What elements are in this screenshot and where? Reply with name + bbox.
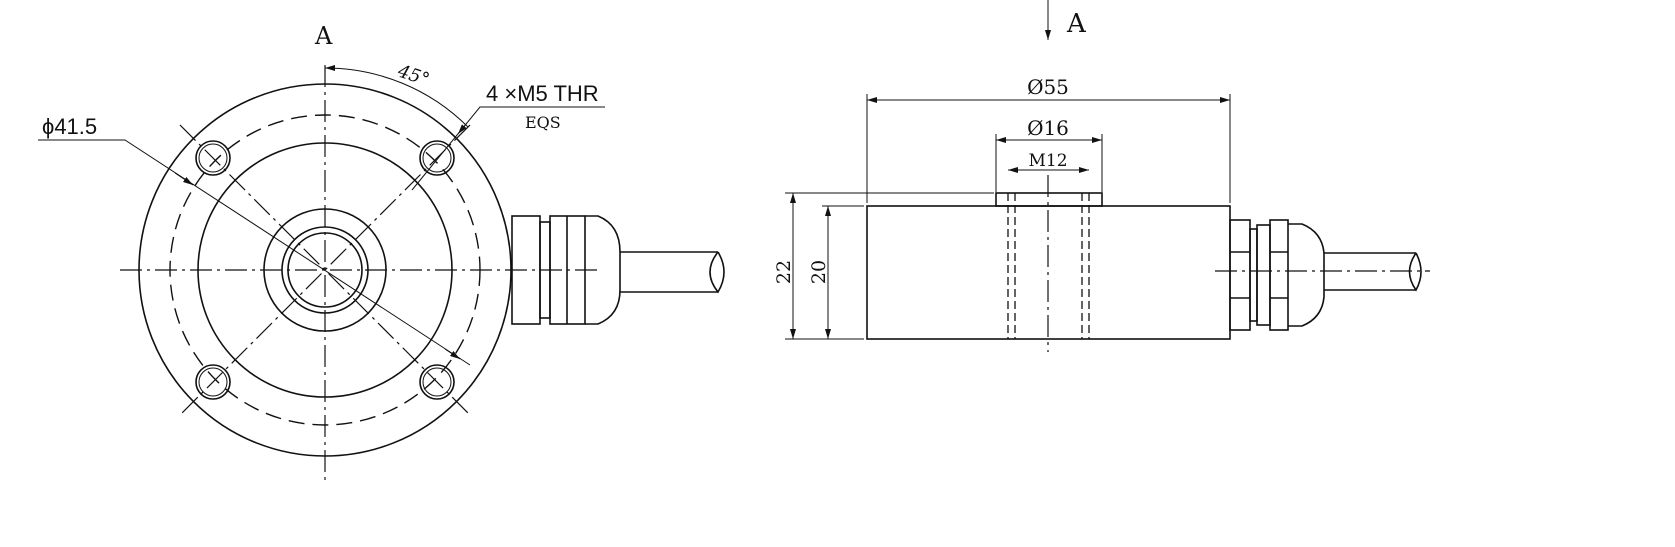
bolt-circle-label: ϕ41.5 [42, 114, 97, 139]
bolt-hole [419, 364, 455, 400]
hole-callout: 4 ×M5 THR [486, 81, 599, 106]
body-height-label: 20 [808, 260, 830, 284]
front-view-label: A [314, 22, 333, 50]
boss-diameter-label: Ø16 [1027, 116, 1069, 140]
loading-boss [995, 192, 1103, 207]
cable [620, 251, 725, 294]
cable-gland-side [1229, 219, 1325, 331]
angle-label: 45° [394, 60, 432, 90]
bolt-circle-leader [38, 139, 471, 366]
side-view: A Ø55 Ø16 M12 22 20 [773, 0, 1430, 352]
bolt-hole [195, 140, 231, 176]
hole-callout-leader [411, 106, 605, 191]
bolt-hole [195, 364, 231, 400]
view-arrow-label: A [1066, 9, 1087, 39]
angle-dimension-arc [324, 64, 469, 128]
front-view: A 45° 4 ×M5 THR EQS ϕ41.5 [38, 22, 725, 485]
total-height-label: 22 [773, 260, 795, 284]
bolt-hole [419, 140, 455, 176]
outer-diameter-label: Ø55 [1027, 75, 1069, 99]
cable-gland [511, 215, 621, 325]
hole-callout-sub: EQS [525, 113, 561, 132]
cable-side [1215, 252, 1430, 292]
bolt-holes [195, 140, 455, 400]
thread-label: M12 [1028, 151, 1067, 171]
